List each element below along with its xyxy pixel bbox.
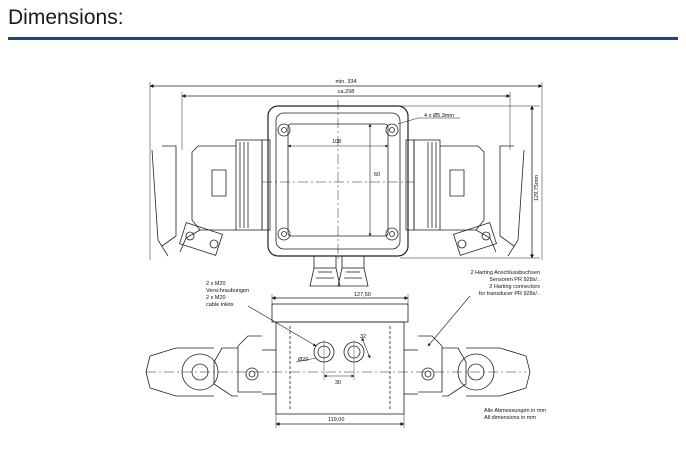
dim-body-width-label: ca.298 [338,89,355,95]
units-note-2: All dimensions in mm [484,415,536,421]
connectors-label-4: for transducer PR 928x/.. [479,291,541,297]
dim-inner-width-label: 108 [332,139,341,145]
left-connector-front [145,335,276,397]
inlet-diameter-label: Ø20 [298,357,308,363]
connectors-label-1: 2 Harting Anschlussbuchsen [471,270,540,276]
dim-overall-width-label: min. 334 [335,79,356,85]
inlets-label-1: 2 x M20 [206,281,226,287]
units-note-1: Alle Abmessungen in mm [484,408,546,414]
left-connector-top [151,139,263,257]
enclosure-body-front [275,321,405,415]
inlets-label-3: 2 x M20 [206,295,226,301]
inlet-leader [247,305,317,347]
page-title: Dimensions: [8,6,124,29]
inlet-offset-label: 32 [360,334,366,340]
dim-front-width-bottom-label: 119,00 [328,417,344,423]
right-connector-top [413,139,525,257]
hole-diameter-label: 4 x Ø5,3mm [424,113,454,119]
dim-inner-height-label: 60 [374,172,380,178]
connectors-label-3: 2 Harting connectors [489,284,540,290]
connector-leader [427,295,471,347]
connectors-label-2: Sensoren PR 928x/.. [489,277,540,283]
dim-front-width-top-label: 127,50 [354,292,371,298]
right-connector-front [404,335,531,397]
inlet-spacing-label: 30 [335,380,341,386]
cable-inlet-icon [313,341,365,363]
screw-hole-icon [277,123,399,241]
inlets-label-2: Verschraubungen [206,288,249,294]
lid-front [271,303,409,323]
inlets-label-4: cable inlets [206,302,234,308]
dim-overall-height-label: 129,75mm [534,175,540,201]
title-underline [8,37,678,40]
cable-gland-top [309,255,369,287]
